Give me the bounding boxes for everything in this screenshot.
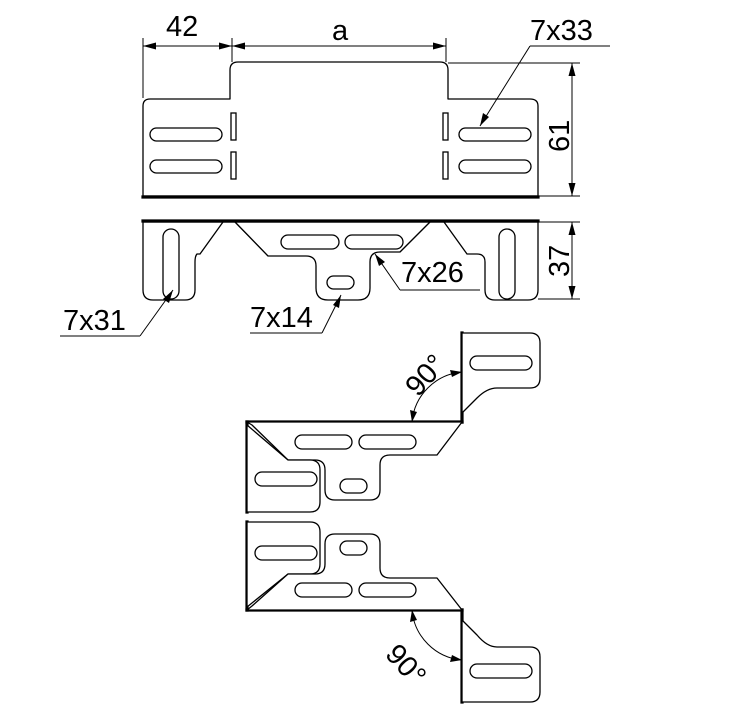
upper-plate-slot-2 xyxy=(358,434,417,450)
dimension-labels: 42 a 7x33 61 37 7x26 7x31 7x14 xyxy=(63,11,593,337)
dimension-lines xyxy=(60,38,610,337)
slit-right-2 xyxy=(442,151,449,180)
label-7x33: 7x33 xyxy=(530,15,593,47)
top-view-outline xyxy=(142,61,539,197)
bent-view-lower: 90° xyxy=(245,520,541,704)
upper-angle-label: 90° xyxy=(399,349,452,403)
lower-right-tab-slot xyxy=(469,663,533,679)
lower-left-tab-slot xyxy=(254,545,318,561)
label-7x26: 7x26 xyxy=(401,257,464,289)
slot-top-left-1 xyxy=(149,127,223,142)
upper-left-tab xyxy=(246,424,321,513)
slit-right-1 xyxy=(442,112,449,141)
front-view-outline xyxy=(142,221,539,301)
upper-plate-slot-1 xyxy=(294,434,353,450)
slit-left-1 xyxy=(230,112,237,141)
slot-front-small xyxy=(326,275,355,290)
lower-plate-slot-1 xyxy=(294,582,353,598)
slot-front-right xyxy=(498,228,516,300)
bent-view-upper: 90° xyxy=(245,331,541,514)
label-37: 37 xyxy=(544,245,576,277)
upper-right-tab-slot xyxy=(469,355,533,371)
slot-top-left-2 xyxy=(149,159,223,174)
slot-front-center-1 xyxy=(280,234,340,250)
slit-left-2 xyxy=(230,151,237,180)
front-view xyxy=(141,219,540,301)
lower-right-tab xyxy=(461,619,541,703)
lower-plate-slot-2 xyxy=(358,582,417,598)
label-7x14: 7x14 xyxy=(250,302,313,334)
lower-plate-slot-small xyxy=(339,540,368,556)
upper-plate-slot-small xyxy=(339,478,368,494)
lower-angle-arc xyxy=(411,609,463,661)
slot-top-right-1 xyxy=(458,127,532,142)
label-42: 42 xyxy=(166,11,198,43)
slot-front-center-2 xyxy=(344,234,404,250)
leader-7x33 xyxy=(479,45,531,127)
slot-top-right-2 xyxy=(458,159,532,174)
label-a: a xyxy=(332,15,349,47)
label-7x31: 7x31 xyxy=(63,305,126,337)
top-view xyxy=(141,61,540,199)
slot-front-left xyxy=(162,228,180,300)
upper-right-tab xyxy=(461,332,541,414)
bend-line-left xyxy=(234,221,269,257)
lower-angle-label: 90° xyxy=(379,638,432,692)
upper-left-tab-slot xyxy=(254,471,318,487)
label-61: 61 xyxy=(544,120,576,152)
bend-line-right xyxy=(399,221,431,253)
